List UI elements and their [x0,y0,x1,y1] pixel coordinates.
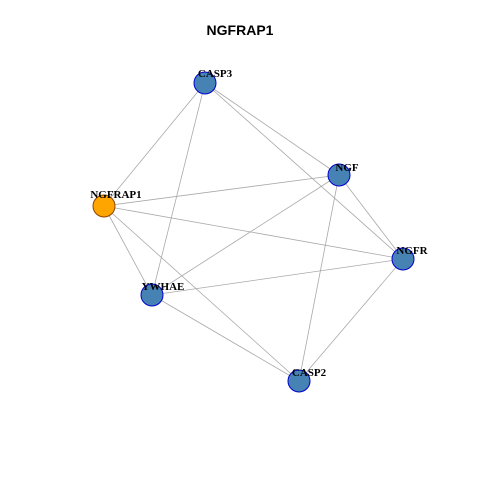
node-label-ngf: NGF [335,162,359,174]
node-label-ywhae: YWHAE [142,281,185,293]
node-casp2 [287,369,311,393]
node-label-ngfrap1: NGFRAP1 [90,189,141,201]
edge-casp3-ywhae [151,82,206,296]
edge-ngfr-ywhae [151,258,404,296]
edge-ngf-casp2 [298,174,340,382]
node-label-ngfr: NGFR [396,245,428,257]
edge-ngfrap1-ngfr [103,205,404,260]
edge-casp3-ngf [204,82,340,176]
node-ngfr [391,247,415,271]
edge-layer [103,82,404,382]
edge-casp3-ngfrap1 [103,82,206,207]
node-label-casp3: CASP3 [198,68,233,80]
edge-ngfrap1-ywhae [103,205,153,296]
node-layer [92,71,415,393]
node-ywhae [140,283,164,307]
node-ngf [327,163,351,187]
node-casp3 [193,71,217,95]
edge-casp3-ngfr [204,82,404,260]
edge-ngf-ngfrap1 [103,174,340,207]
edge-ngfrap1-casp2 [103,205,300,382]
edge-ngf-ngfr [338,174,404,260]
diagram-title: NGFRAP1 [206,22,274,38]
edge-ngf-ywhae [151,174,340,296]
node-ngfrap1 [92,194,116,218]
edge-ngfr-casp2 [298,258,404,382]
edge-ywhae-casp2 [151,294,300,382]
node-label-casp2: CASP2 [292,367,327,379]
